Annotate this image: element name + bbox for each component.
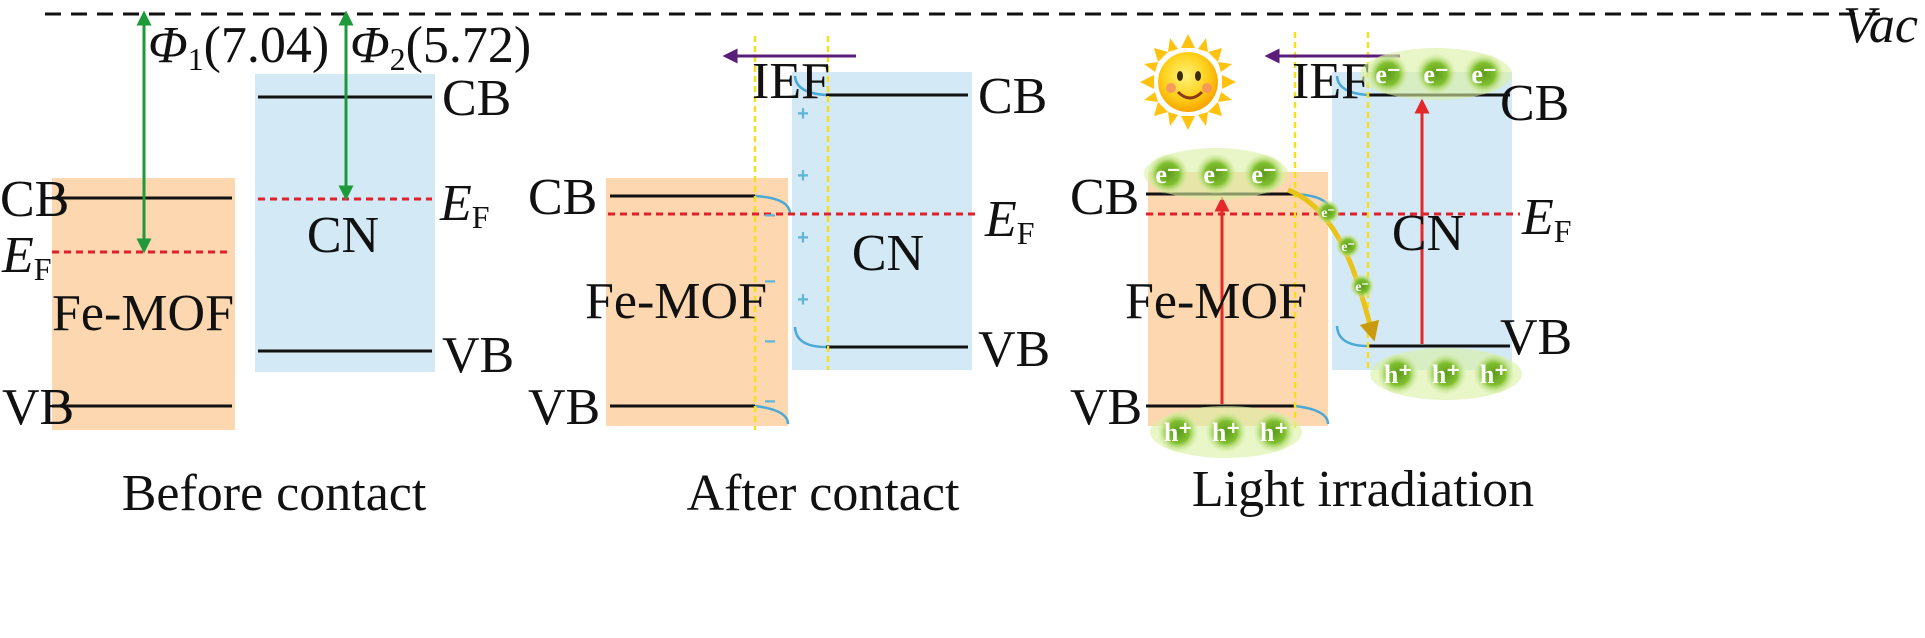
minus-charge: − — [764, 391, 776, 413]
hole: h⁺ — [1158, 412, 1198, 452]
femof-vb-bending — [1294, 404, 1330, 425]
caption-after-contact: After contact — [687, 465, 960, 522]
ief-label: IEF — [1292, 53, 1370, 110]
electron: e⁻ — [1244, 154, 1284, 194]
hole: h⁺ — [1206, 412, 1246, 452]
migrating-electrons: e⁻ e⁻ e⁻ — [1316, 200, 1374, 298]
panel-before-contact: Φ1(7.04) Φ2(5.72) CB EF VB CB EF VB Fe-M… — [0, 10, 531, 522]
cn-label: CN — [1392, 205, 1464, 262]
electron: e⁻ — [1416, 54, 1456, 94]
plus-charge: + — [797, 165, 809, 187]
plus-charge: + — [797, 103, 809, 125]
femof-ef-label: EF — [1, 227, 52, 287]
positive-charges: + + + + — [797, 103, 809, 311]
svg-text:e⁻: e⁻ — [1341, 240, 1355, 255]
vacuum-label: Vac — [1843, 0, 1918, 54]
femof-cb-electrons: e⁻ e⁻ e⁻ — [1144, 148, 1288, 200]
svg-text:e⁻: e⁻ — [1471, 60, 1496, 89]
negative-charges: − − − − — [764, 205, 776, 413]
femof-vb-holes: h⁺ h⁺ h⁺ — [1150, 406, 1302, 458]
cn-cb-label: CB — [1500, 75, 1569, 132]
svg-text:e⁻: e⁻ — [1355, 280, 1369, 295]
electron: e⁻ — [1464, 54, 1504, 94]
hole: h⁺ — [1426, 354, 1466, 394]
electron: e⁻ — [1148, 154, 1188, 194]
femof-vb-bending — [754, 404, 790, 425]
sun-icon — [1140, 34, 1236, 130]
cn-vb-bending — [1335, 325, 1369, 348]
femof-cb-label: CB — [528, 169, 597, 226]
caption-light-irradiation: Light irradiation — [1192, 461, 1534, 518]
phi2-label: Φ2(5.72) — [350, 17, 531, 77]
caption-before-contact: Before contact — [122, 465, 427, 522]
plus-charge: + — [797, 289, 809, 311]
femof-vb-label: VB — [528, 379, 600, 436]
svg-text:h⁺: h⁺ — [1480, 360, 1508, 389]
femof-cb-label: CB — [1070, 169, 1139, 226]
migrating-electron: e⁻ — [1336, 234, 1360, 258]
cn-vb-holes: h⁺ h⁺ h⁺ — [1370, 348, 1522, 400]
svg-text:e⁻: e⁻ — [1375, 60, 1400, 89]
electron: e⁻ — [1368, 54, 1408, 94]
cn-label: CN — [307, 207, 379, 264]
femof-label: Fe-MOF — [52, 285, 234, 342]
femof-cb-bending — [754, 194, 792, 215]
ef-label: EF — [984, 191, 1035, 251]
svg-text:h⁺: h⁺ — [1432, 360, 1460, 389]
svg-text:h⁺: h⁺ — [1384, 360, 1412, 389]
cn-vb-bending — [793, 326, 827, 349]
cn-label: CN — [852, 225, 924, 282]
hole: h⁺ — [1474, 354, 1514, 394]
cn-vb-label: VB — [1500, 309, 1572, 366]
migrating-electron: e⁻ — [1350, 274, 1374, 298]
cn-cb-label: CB — [442, 70, 511, 127]
svg-text:e⁻: e⁻ — [1251, 160, 1276, 189]
hole: h⁺ — [1378, 354, 1418, 394]
femof-label: Fe-MOF — [1125, 273, 1307, 330]
panel-after-contact: IEF + + + + − − − − CB VB CB VB EF Fe-MO… — [528, 36, 1050, 522]
minus-charge: − — [764, 205, 776, 227]
cn-vb-label: VB — [442, 327, 514, 384]
cn-vb-label: VB — [978, 321, 1050, 378]
svg-text:e⁻: e⁻ — [1423, 60, 1448, 89]
femof-box — [606, 178, 788, 426]
panel-light-irradiation: IEF e⁻ e⁻ e⁻ e⁻ e⁻ e⁻ h⁺ h⁺ h⁺ e⁻ — [1070, 32, 1572, 518]
phi1-label: Φ1(7.04) — [148, 17, 329, 77]
cn-cb-bending — [793, 75, 827, 97]
cn-cb-label: CB — [978, 68, 1047, 125]
femof-box — [1148, 172, 1328, 426]
femof-cb-label: CB — [0, 171, 69, 228]
svg-text:e⁻: e⁻ — [1155, 160, 1180, 189]
minus-charge: − — [764, 331, 776, 353]
femof-vb-label: VB — [1070, 379, 1142, 436]
svg-text:e⁻: e⁻ — [1203, 160, 1228, 189]
femof-label: Fe-MOF — [585, 273, 767, 330]
cn-cb-electrons: e⁻ e⁻ e⁻ — [1360, 48, 1512, 100]
minus-charge: − — [764, 271, 776, 293]
plus-charge: + — [797, 227, 809, 249]
electron: e⁻ — [1196, 154, 1236, 194]
hole: h⁺ — [1254, 412, 1294, 452]
migrating-electron: e⁻ — [1316, 200, 1340, 224]
cn-cb-bending — [1335, 75, 1369, 97]
svg-text:h⁺: h⁺ — [1164, 418, 1192, 447]
svg-text:e⁻: e⁻ — [1321, 206, 1335, 221]
svg-text:h⁺: h⁺ — [1212, 418, 1240, 447]
ef-label: EF — [1521, 189, 1572, 249]
femof-vb-label: VB — [2, 379, 74, 436]
cn-ef-label: EF — [439, 175, 490, 235]
ief-label: IEF — [752, 53, 830, 110]
svg-text:h⁺: h⁺ — [1260, 418, 1288, 447]
cn-box — [792, 72, 972, 370]
